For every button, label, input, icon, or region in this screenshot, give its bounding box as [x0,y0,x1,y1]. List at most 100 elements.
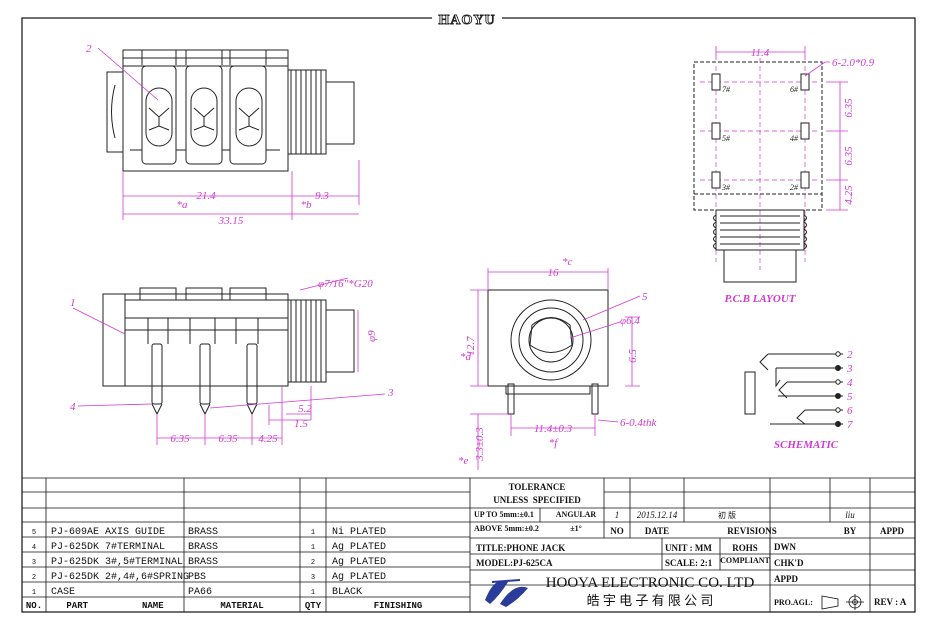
ref-a: *a [177,199,189,211]
schem-pin-6: 6 [847,405,853,417]
title-field: TITLE:PHONE JACK [476,543,565,553]
schematic-title: SCHEMATIC [774,439,839,451]
front-view [487,289,609,415]
dim-dia-9: φ9 [366,330,378,342]
svg-text:PA66: PA66 [188,587,212,598]
rev-field: REV : A [874,597,907,607]
top-view [106,49,355,172]
unit-field: UNIT : MM [665,543,712,553]
pcb-pin-6: 6# [790,85,799,94]
proj-angle-label: PRO.AGL: [774,598,813,607]
pcb-pin-5: 5# [722,134,731,143]
dim-3-3-tol: 3.3±0.3 [474,427,486,462]
rohs-label: ROHS [732,543,758,553]
callout-2-top: 2 [86,43,92,55]
rev-hdr-revisions: REVISIONS [727,526,777,536]
bom-row: 5 PJ-609AE AXIS GUIDE BRASS 1 Ni PLATED [32,526,386,538]
svg-text:5: 5 [32,529,36,537]
bom-row: 2 PJ-625DK 2#,4#,6#SPRING PBS 3 Ag PLATE… [32,572,386,583]
rev-hdr-appd: APPD [880,526,904,536]
appd-label: APPD [774,574,798,584]
ref-c: *c [562,256,573,268]
svg-text:BRASS: BRASS [188,527,218,538]
compliant-label: COMPLIANT [720,556,770,565]
svg-text:QTY: QTY [305,601,322,611]
title-block-lines [470,477,915,612]
svg-text:PJ-625DK 3#,5#TERMINAL: PJ-625DK 3#,5#TERMINAL [51,557,183,568]
dim-9-3: 9.3 [315,190,329,202]
svg-text:3: 3 [32,559,36,567]
dim-5-2: 5.2 [298,403,312,415]
svg-text:BLACK: BLACK [332,587,362,598]
svg-text:Ag PLATED: Ag PLATED [332,542,386,553]
svg-text:2: 2 [32,574,36,582]
dim-pin-thk: 6-0.4thk [620,417,657,429]
tolerance-up-to: UP TO 5mm:±0.1 [474,510,534,519]
svg-text:1: 1 [311,589,315,597]
dim-6-35-a: 6.35 [170,433,190,445]
dim-4-25: 4.25 [258,433,278,445]
ref-d: *d [460,351,472,363]
dim-1-5: 1.5 [294,418,308,430]
rev-hdr-by: BY [844,526,857,536]
svg-text:1: 1 [311,529,315,537]
side-view [102,287,355,416]
dim-33-15: 33.15 [218,215,244,227]
dim-6-5: 6.5 [627,349,639,363]
tolerance-angular-value: ±1° [570,524,582,533]
rev-note: 初 版 [718,510,736,520]
svg-text:NO.: NO. [26,601,42,611]
pcb-dim-holes: 6-2.0*0.9 [832,57,875,69]
svg-text:Ag PLATED: Ag PLATED [332,572,386,583]
svg-text:4: 4 [32,544,36,552]
sheet-border [21,17,916,613]
dim-11-4-tol: 11.4±0.3 [534,423,573,435]
schematic: 2 3 4 5 6 7 SCHEMATIC [744,349,853,451]
schem-pin-4: 4 [847,377,853,389]
svg-text:Ni PLATED: Ni PLATED [332,526,386,538]
pcb-layout: 11.4 6-2.0*0.9 6.35 6.35 4.25 P.C.B LAYO… [693,46,875,305]
chkd-label: CHK'D [774,558,804,568]
company-name-cn: 皓 宇 电 子 有 限 公 司 [587,593,714,608]
svg-text:BRASS: BRASS [188,542,218,553]
rev-hdr-date: DATE [645,526,669,536]
pcb-pin-4: 4# [790,134,799,143]
ref-f: *f [549,437,560,449]
tolerance-angular-label: ANGULAR [556,510,597,519]
svg-text:PJ-625DK 2#,4#,6#SPRING: PJ-625DK 2#,4#,6#SPRING [51,572,189,583]
ref-e: *e [458,455,469,467]
callout-1-side: 1 [70,297,76,309]
svg-text:PART NAME: PART NAME [66,601,164,611]
dim-thread: φ7/16"*G20 [318,278,373,290]
svg-text:1: 1 [32,589,36,597]
front-view-dimensions [470,268,641,470]
svg-text:PBS: PBS [188,572,206,583]
pcb-dim-6-35-a: 6.35 [843,98,855,118]
rev-date: 2015.12.14 [637,510,678,520]
tolerance-title: TOLERANCE [509,482,566,492]
bom-header: NO. PART NAME MATERIAL QTY FINISHING [26,601,422,611]
pcb-pin-7: 7# [722,85,731,94]
rev-by: liu [845,510,855,520]
pcb-pin-2: 2# [790,183,799,192]
company-name: HOOYA ELECTRONIC CO. LTD [546,575,755,591]
projection-angle-icon [821,594,864,610]
svg-text:MATERIAL: MATERIAL [220,601,263,611]
callout-3-side: 3 [387,387,394,399]
pcb-title: P.C.B LAYOUT [724,293,796,305]
pcb-dim-6-35-b: 6.35 [843,146,855,166]
dwn-label: DWN [774,542,796,552]
pcb-dim-4-25: 4.25 [843,185,855,205]
pcb-dim-11-4: 11.4 [751,47,770,59]
ref-b: *b [301,199,313,211]
side-view-dimensions [72,277,386,445]
bom-row: 4 PJ-625DK 7#TERMINAL BRASS 1 Ag PLATED [32,542,386,553]
brand-logo: HAOYU [432,10,502,28]
bom-table [22,477,471,612]
svg-text:BRASS: BRASS [188,557,218,568]
dim-16: 16 [548,267,560,279]
svg-text:2: 2 [311,559,315,567]
bom-row: 3 PJ-625DK 3#,5#TERMINAL BRASS 2 Ag PLAT… [32,557,386,568]
schem-pin-3: 3 [846,363,853,375]
